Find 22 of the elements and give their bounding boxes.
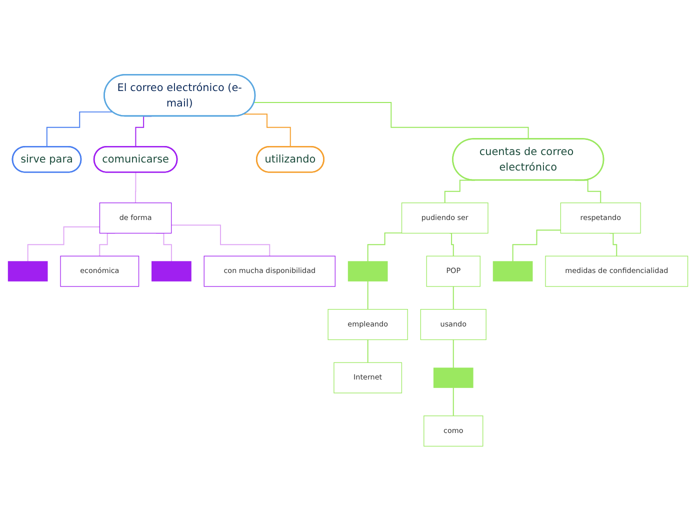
node-bar [8,260,48,281]
connector [574,179,602,203]
connector [135,171,136,203]
connector [452,285,454,310]
connector [170,224,270,256]
connector [46,110,113,147]
connector [254,102,529,140]
node-bar [433,367,474,388]
connector [367,280,368,310]
connector [135,115,152,147]
node-bar [348,260,388,281]
connector [449,232,454,256]
node-bar [152,260,192,281]
node-bar [492,260,533,281]
connector [27,226,100,262]
connector [452,386,454,416]
connector [243,113,292,147]
connector [512,229,562,262]
connector [452,338,454,368]
connector [367,232,402,262]
connector [444,179,476,203]
connector [367,338,368,363]
